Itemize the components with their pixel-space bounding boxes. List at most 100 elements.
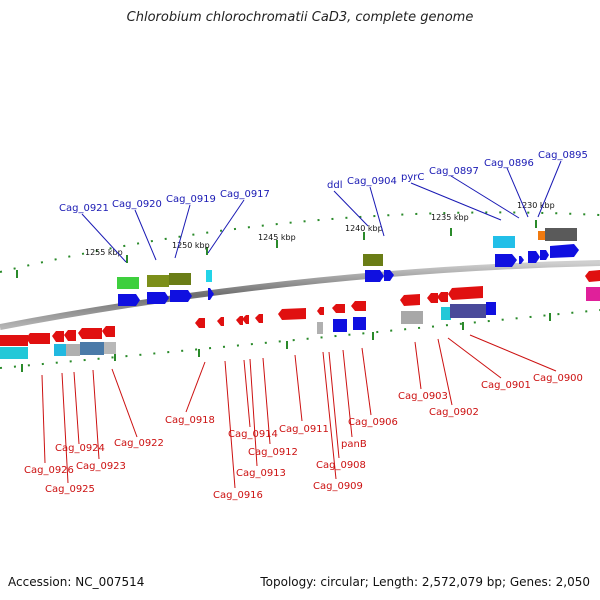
gene-label-reverse[interactable]: Cag_0908 <box>316 460 366 471</box>
reverse-gene-arrow[interactable] <box>78 328 102 339</box>
reverse-gene-arrow[interactable] <box>242 315 249 324</box>
scale-label: 1235 kbp <box>431 213 469 222</box>
scale-label: 1230 kbp <box>517 201 555 210</box>
forward-gene-arrow[interactable] <box>333 319 347 332</box>
reverse-gene-arrow[interactable] <box>400 294 420 306</box>
gene-label-forward[interactable]: pyrC <box>401 172 424 183</box>
gene-feature[interactable] <box>147 275 169 287</box>
gene-feature[interactable] <box>363 254 383 266</box>
gene-label-forward[interactable]: Cag_0919 <box>166 194 216 205</box>
reverse-gene-arrow[interactable] <box>195 318 205 328</box>
reverse-gene-arrow[interactable] <box>236 316 243 325</box>
gene-feature[interactable] <box>54 344 66 356</box>
gene-label-forward[interactable]: Cag_0895 <box>538 150 588 161</box>
gene-feature[interactable] <box>206 270 212 282</box>
reverse-gene-arrow[interactable] <box>52 331 64 342</box>
reverse-gene-arrow[interactable] <box>332 304 345 313</box>
reverse-gene-arrow[interactable] <box>585 270 600 282</box>
gene-feature[interactable] <box>66 344 80 356</box>
gene-feature[interactable] <box>450 304 486 318</box>
reverse-gene-arrow[interactable] <box>64 330 76 341</box>
gene-feature[interactable] <box>169 273 191 285</box>
accession-text: Accession: NC_007514 <box>8 575 145 589</box>
reverse-gene-arrow[interactable] <box>437 292 448 302</box>
gene-label-reverse[interactable]: Cag_0918 <box>165 415 215 426</box>
genome-title: Chlorobium chlorochromatii CaD3, complet… <box>126 10 474 25</box>
genome-summary-text: Topology: circular; Length: 2,572,079 bp… <box>260 575 590 589</box>
gene-label-reverse[interactable]: Cag_0925 <box>45 484 95 495</box>
gene-feature[interactable] <box>586 287 600 301</box>
gene-label-reverse[interactable]: Cag_0911 <box>279 424 329 435</box>
gene-feature[interactable] <box>401 311 423 324</box>
outer-scale-ring <box>0 211 600 273</box>
gene-label-reverse[interactable]: Cag_0924 <box>55 443 105 454</box>
forward-gene-arrow[interactable] <box>540 250 549 260</box>
reverse-gene-arrow[interactable] <box>317 307 324 315</box>
forward-gene-arrow[interactable] <box>384 270 394 281</box>
forward-gene-arrow[interactable] <box>365 270 384 282</box>
top-leader-lines <box>81 160 562 263</box>
gene-feature[interactable] <box>0 347 28 359</box>
forward-gene-arrow[interactable] <box>147 292 169 304</box>
scale-label: 1245 kbp <box>258 233 296 242</box>
scale-label: 1255 kbp <box>85 248 123 257</box>
reverse-genes <box>0 270 600 359</box>
gene-label-reverse[interactable]: Cag_0914 <box>228 429 278 440</box>
major-ticks <box>16 220 551 372</box>
gene-label-forward[interactable]: Cag_0896 <box>484 158 534 169</box>
gene-label-reverse[interactable]: Cag_0903 <box>398 391 448 402</box>
scale-label: 1240 kbp <box>345 224 383 233</box>
forward-gene-arrow[interactable] <box>208 288 214 300</box>
gene-label-reverse[interactable]: Cag_0901 <box>481 380 531 391</box>
bottom-leader-lines <box>41 334 557 489</box>
gene-label-reverse[interactable]: Cag_0902 <box>429 407 479 418</box>
gene-label-reverse[interactable]: Cag_0916 <box>213 490 263 501</box>
reverse-gene-arrow[interactable] <box>217 317 224 326</box>
forward-gene-arrow[interactable] <box>170 290 192 302</box>
gene-feature[interactable] <box>441 307 451 320</box>
inner-scale-ring <box>0 309 600 369</box>
gene-label-reverse[interactable]: Cag_0906 <box>348 417 398 428</box>
gene-label-reverse[interactable]: panB <box>341 439 367 450</box>
gene-label-forward[interactable]: Cag_0920 <box>112 199 162 210</box>
forward-gene-arrow[interactable] <box>486 302 496 315</box>
gene-label-reverse[interactable]: Cag_0909 <box>313 481 363 492</box>
gene-feature[interactable] <box>545 228 577 241</box>
forward-gene-arrow[interactable] <box>118 294 140 306</box>
gene-label-forward[interactable]: Cag_0917 <box>220 189 270 200</box>
gene-feature[interactable] <box>117 277 139 289</box>
gene-label-reverse[interactable]: Cag_0923 <box>76 461 126 472</box>
gene-feature[interactable] <box>104 342 116 354</box>
gene-label-forward[interactable]: ddl <box>327 180 342 191</box>
gene-label-reverse[interactable]: Cag_0912 <box>248 447 298 458</box>
reverse-gene-arrow[interactable] <box>255 314 263 323</box>
gene-feature[interactable] <box>80 342 104 355</box>
forward-gene-arrow[interactable] <box>353 317 366 330</box>
gene-label-reverse[interactable]: Cag_0922 <box>114 438 164 449</box>
reverse-gene-arrow[interactable] <box>26 333 50 344</box>
gene-feature[interactable] <box>538 231 546 240</box>
reverse-gene-arrow[interactable] <box>427 293 438 303</box>
gene-feature[interactable] <box>317 322 323 334</box>
forward-gene-arrow[interactable] <box>550 244 579 258</box>
reverse-gene-arrow[interactable] <box>351 301 366 311</box>
reverse-gene-arrow[interactable] <box>0 335 28 346</box>
gene-label-reverse[interactable]: Cag_0900 <box>533 373 583 384</box>
scale-label: 1250 kbp <box>172 241 210 250</box>
forward-gene-arrow[interactable] <box>519 256 524 264</box>
forward-gene-arrow[interactable] <box>495 254 517 267</box>
gene-label-forward[interactable]: Cag_0904 <box>347 176 397 187</box>
gene-label-forward[interactable]: Cag_0921 <box>59 203 109 214</box>
forward-genes <box>117 228 579 306</box>
reverse-gene-arrow[interactable] <box>448 286 483 300</box>
forward-gene-arrow[interactable] <box>528 251 540 263</box>
gene-label-reverse[interactable]: Cag_0913 <box>236 468 286 479</box>
gene-label-forward[interactable]: Cag_0897 <box>429 166 479 177</box>
gene-feature[interactable] <box>493 236 515 248</box>
reverse-gene-arrow[interactable] <box>278 308 306 320</box>
gene-label-reverse[interactable]: Cag_0926 <box>24 465 74 476</box>
genome-backbone <box>0 260 600 330</box>
reverse-gene-arrow[interactable] <box>102 326 115 337</box>
